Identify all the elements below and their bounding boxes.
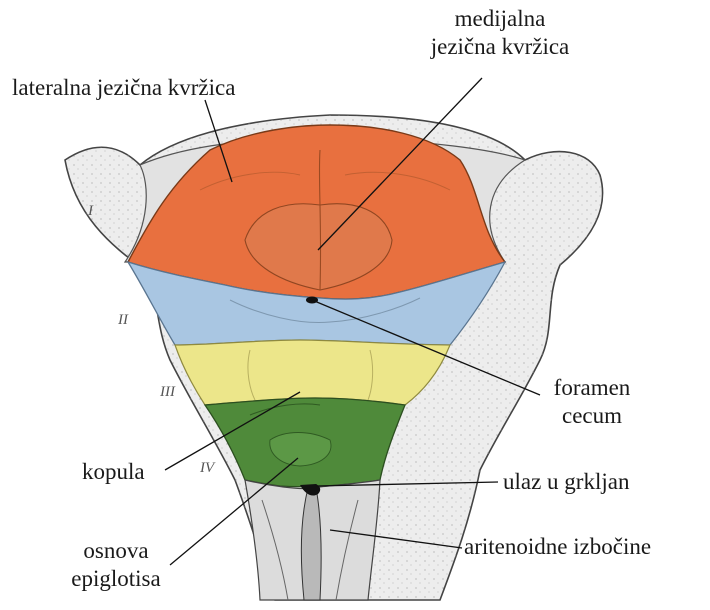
label-epiglottis-base: osnova epiglotisa <box>58 537 174 592</box>
label-foramen-cecum: foramen cecum <box>540 374 644 429</box>
label-foramen-line2: cecum <box>540 402 644 430</box>
arch-label-iii: III <box>160 384 175 401</box>
label-lateral-swelling: lateralna jezična kvržica <box>12 74 235 102</box>
third-arch-region <box>175 340 450 405</box>
label-epiglottis-line2: epiglotisa <box>58 565 174 593</box>
label-epiglottis-line1: osnova <box>58 537 174 565</box>
arch-label-iv: IV <box>200 460 214 477</box>
label-foramen-line1: foramen <box>540 374 644 402</box>
arch-label-ii: II <box>118 312 128 329</box>
label-arytenoid-swellings: aritenoidne izbočine <box>464 533 651 561</box>
label-medial-line1: medijalna <box>415 5 585 33</box>
label-medial-line2: jezična kvržica <box>415 33 585 61</box>
larynx-slit <box>301 488 321 600</box>
label-medial-swelling: medijalna jezična kvržica <box>415 5 585 60</box>
label-larynx-entrance: ulaz u grkljan <box>503 468 629 496</box>
arch-label-i: I <box>88 203 93 220</box>
label-copula: kopula <box>82 458 145 486</box>
